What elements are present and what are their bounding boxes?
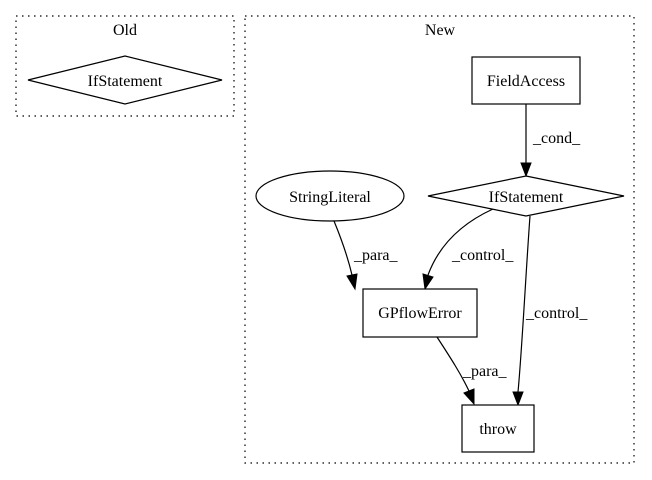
- cluster-old-border: [15, 15, 235, 117]
- node-string-literal-shape: [255, 170, 405, 222]
- cluster-new: New: [244, 15, 635, 464]
- node-throw: throw: [461, 404, 535, 453]
- edge-cond: _cond_: [520, 104, 581, 178]
- node-if-statement-shape: [427, 175, 625, 217]
- node-old-if-statement-label: IfStatement: [88, 73, 163, 90]
- edge-para-string: _para_: [333, 220, 399, 291]
- edge-para-string-line: [333, 220, 353, 276]
- edge-control-throw-line: [517, 215, 531, 393]
- node-throw-label: throw: [479, 421, 517, 438]
- edge-control-gpflow-line: [427, 208, 494, 276]
- node-string-literal: StringLiteral: [255, 170, 405, 222]
- cluster-old: Old: [15, 15, 235, 117]
- edge-para-string-arrowhead: [346, 273, 358, 291]
- node-field-access: FieldAccess: [471, 56, 581, 105]
- node-if-statement: IfStatement: [427, 175, 625, 217]
- edge-control-throw: _control_: [512, 215, 588, 407]
- node-gpflow-error: GPflowError: [362, 288, 478, 338]
- node-field-access-shape: [471, 56, 581, 105]
- node-if-statement-label: IfStatement: [489, 189, 564, 206]
- edge-control-throw-arrowhead: [512, 391, 524, 407]
- node-gpflow-error-shape: [362, 288, 478, 338]
- node-field-access-label: FieldAccess: [487, 73, 565, 90]
- edge-cond-arrowhead: [520, 162, 532, 178]
- node-string-literal-label: StringLiteral: [289, 189, 371, 206]
- edge-cond-label: _cond_: [532, 130, 581, 147]
- node-old-if-statement: IfStatement: [27, 55, 223, 105]
- edge-control-gpflow-label: _control_: [451, 247, 514, 264]
- cluster-old-title: Old: [113, 22, 137, 39]
- node-gpflow-error-label: GPflowError: [378, 305, 462, 322]
- node-old-if-statement-shape: [27, 55, 223, 105]
- cluster-new-title: New: [425, 22, 456, 39]
- edge-para-string-label: _para_: [353, 247, 399, 264]
- edge-control-gpflow: _control_: [422, 208, 514, 291]
- cluster-new-border: [244, 15, 635, 464]
- edge-para-gpflow-line: [436, 336, 470, 392]
- edge-para-gpflow: _para_: [436, 336, 508, 406]
- edge-para-gpflow-label: _para_: [462, 363, 508, 380]
- node-throw-shape: [461, 404, 535, 453]
- edge-para-gpflow-arrowhead: [463, 388, 475, 406]
- edge-control-throw-label: _control_: [525, 305, 588, 322]
- edge-control-gpflow-arrowhead: [422, 273, 434, 291]
